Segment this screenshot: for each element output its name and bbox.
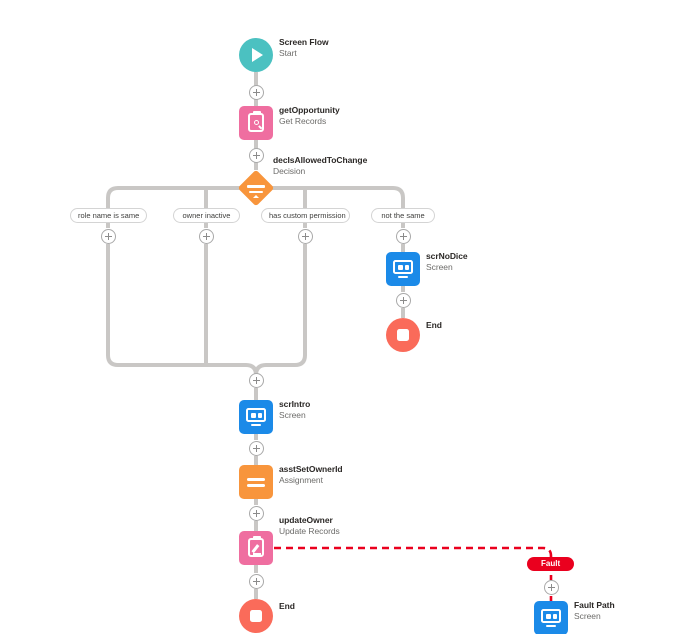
add-element-button-branch-1[interactable] xyxy=(101,229,116,244)
add-element-button-after-merge[interactable] xyxy=(249,373,264,388)
branch-label-has-custom-permission[interactable]: has custom permission xyxy=(261,208,350,223)
node-asst-set-owner-id[interactable]: asstSetOwnerId Assignment xyxy=(239,464,343,499)
node-start-labels: Screen Flow Start xyxy=(279,37,329,58)
node-fault-path-labels: Fault Path Screen xyxy=(574,600,615,621)
node-start-title: Screen Flow xyxy=(279,37,329,47)
assignment-equals-icon xyxy=(239,465,273,499)
node-update-owner-title: updateOwner xyxy=(279,515,333,525)
node-scr-no-dice[interactable]: scrNoDice Screen xyxy=(386,251,468,286)
screen-monitor-icon xyxy=(534,601,568,634)
screen-monitor-icon xyxy=(239,400,273,434)
clipboard-search-icon xyxy=(239,106,273,140)
node-scr-intro-subtitle: Screen xyxy=(279,409,306,420)
node-update-owner-labels: updateOwner Update Records xyxy=(279,515,340,536)
node-end-main[interactable]: End xyxy=(239,599,295,633)
node-update-owner-subtitle: Update Records xyxy=(279,525,340,536)
node-decision[interactable]: decIsAllowedToChange Decision xyxy=(237,155,367,207)
node-scr-intro-title: scrIntro xyxy=(279,399,311,409)
node-scr-intro-labels: scrIntro Screen xyxy=(279,399,310,420)
node-end-no-dice-title: End xyxy=(426,320,442,330)
add-element-button-after-get-records[interactable] xyxy=(249,148,264,163)
node-scr-no-dice-title: scrNoDice xyxy=(426,251,468,261)
play-icon xyxy=(239,38,273,72)
add-element-button-after-scr-intro[interactable] xyxy=(249,441,264,456)
node-get-opportunity-subtitle: Get Records xyxy=(279,115,327,126)
decision-diamond-icon xyxy=(237,169,275,207)
add-element-button-after-start[interactable] xyxy=(249,85,264,100)
node-scr-no-dice-subtitle: Screen xyxy=(426,261,453,272)
branch-label-owner-inactive[interactable]: owner inactive xyxy=(173,208,240,223)
node-get-opportunity-labels: getOpportunity Get Records xyxy=(279,105,340,126)
node-start[interactable]: Screen Flow Start xyxy=(239,37,329,72)
end-stop-icon xyxy=(239,599,273,633)
node-decision-title: decIsAllowedToChange xyxy=(273,155,368,165)
fault-badge[interactable]: Fault xyxy=(527,557,575,571)
node-end-main-labels: End xyxy=(279,601,295,612)
node-scr-no-dice-labels: scrNoDice Screen xyxy=(426,251,468,272)
node-fault-path-subtitle: Screen xyxy=(574,610,601,621)
node-get-opportunity-title: getOpportunity xyxy=(279,105,340,115)
branch-label-not-the-same[interactable]: not the same xyxy=(371,208,435,223)
node-scr-intro[interactable]: scrIntro Screen xyxy=(239,399,310,434)
node-end-no-dice[interactable]: End xyxy=(386,318,442,352)
node-start-subtitle: Start xyxy=(279,47,297,58)
add-element-button-after-scr-no-dice[interactable] xyxy=(396,293,411,308)
add-element-button-branch-3[interactable] xyxy=(298,229,313,244)
add-element-button-after-update-records[interactable] xyxy=(249,574,264,589)
node-get-opportunity[interactable]: getOpportunity Get Records xyxy=(239,105,340,140)
node-end-main-title: End xyxy=(279,601,295,611)
node-decision-subtitle: Decision xyxy=(273,165,306,176)
node-asst-set-owner-id-title: asstSetOwnerId xyxy=(279,464,343,474)
add-element-button-after-assignment[interactable] xyxy=(249,506,264,521)
node-fault-path[interactable]: Fault Path Screen xyxy=(534,600,615,634)
node-decision-labels: decIsAllowedToChange Decision xyxy=(273,155,367,176)
add-element-button-fault-path[interactable] xyxy=(544,580,559,595)
node-fault-path-title: Fault Path xyxy=(574,600,615,610)
end-stop-icon xyxy=(386,318,420,352)
clipboard-pencil-icon xyxy=(239,531,273,565)
branch-label-role-name-is-same[interactable]: role name is same xyxy=(70,208,147,223)
screen-monitor-icon xyxy=(386,252,420,286)
node-update-owner[interactable]: updateOwner Update Records xyxy=(239,515,340,565)
node-asst-set-owner-id-labels: asstSetOwnerId Assignment xyxy=(279,464,343,485)
add-element-button-branch-4[interactable] xyxy=(396,229,411,244)
node-asst-set-owner-id-subtitle: Assignment xyxy=(279,474,323,485)
add-element-button-branch-2[interactable] xyxy=(199,229,214,244)
node-end-no-dice-labels: End xyxy=(426,320,442,331)
